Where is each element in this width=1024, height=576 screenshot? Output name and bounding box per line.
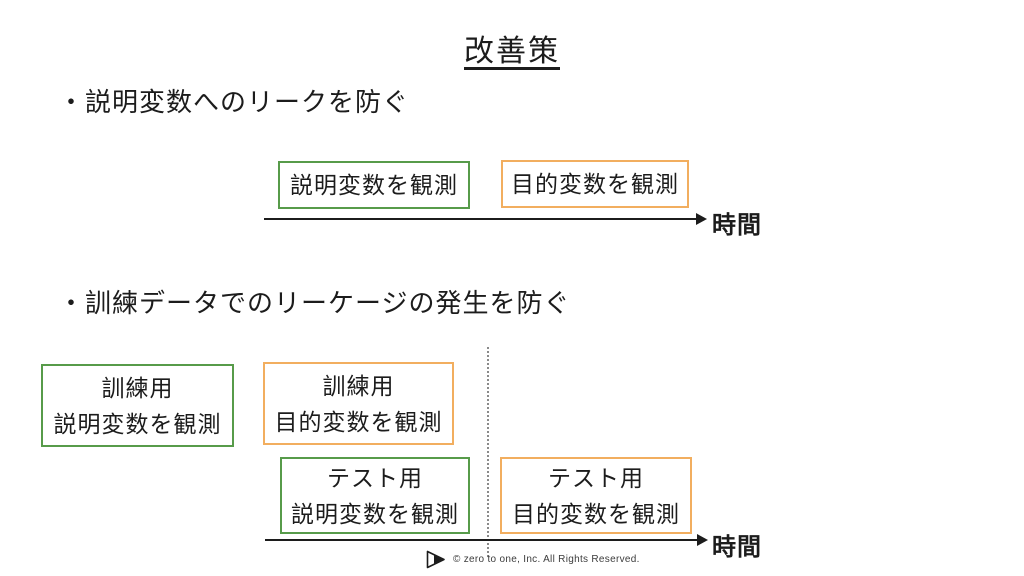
box-label-line1: テスト用 xyxy=(327,464,423,491)
footer: © zero to one, Inc. All Rights Reserved. xyxy=(426,550,640,569)
box-label-line1: 訓練用 xyxy=(101,374,174,401)
time-axis-label-2: 時間 xyxy=(712,534,762,561)
box-train-target: 訓練用 目的変数を観測 xyxy=(263,362,454,445)
time-axis-label-1: 時間 xyxy=(712,212,762,239)
box-train-features: 訓練用 説明変数を観測 xyxy=(41,364,234,447)
box-test-target: テスト用 目的変数を観測 xyxy=(500,457,692,534)
copyright-text: © zero to one, Inc. All Rights Reserved. xyxy=(453,554,640,565)
box-label-line1: テスト用 xyxy=(548,464,644,491)
box-label-line2: 目的変数を観測 xyxy=(512,500,680,527)
box-test-features: テスト用 説明変数を観測 xyxy=(280,457,470,534)
box-label: 目的変数を観測 xyxy=(511,171,679,197)
timeline-axis-2 xyxy=(265,533,708,547)
arrow-right-icon xyxy=(696,213,707,225)
arrow-right-icon xyxy=(697,534,708,546)
box-label-line1: 訓練用 xyxy=(322,372,395,399)
bullet-prevent-training-leakage: ・訓練データでのリーケージの発生を防ぐ xyxy=(58,288,571,318)
page-title: 改善策 xyxy=(464,35,560,68)
play-triangle-logo-icon xyxy=(426,550,446,569)
box-observe-features: 説明変数を観測 xyxy=(278,161,470,209)
box-observe-target: 目的変数を観測 xyxy=(501,160,689,208)
timeline-axis-1 xyxy=(264,212,707,226)
train-test-divider-dotted-line xyxy=(487,347,489,557)
box-label-line2: 説明変数を観測 xyxy=(291,500,459,527)
timeline-line xyxy=(264,218,698,220)
box-label-line2: 目的変数を観測 xyxy=(274,408,443,435)
bullet-prevent-leak-to-features: ・説明変数へのリークを防ぐ xyxy=(58,87,410,117)
box-label: 説明変数を観測 xyxy=(290,172,458,198)
box-label-line2: 説明変数を観測 xyxy=(53,410,222,437)
timeline-line xyxy=(265,539,699,541)
